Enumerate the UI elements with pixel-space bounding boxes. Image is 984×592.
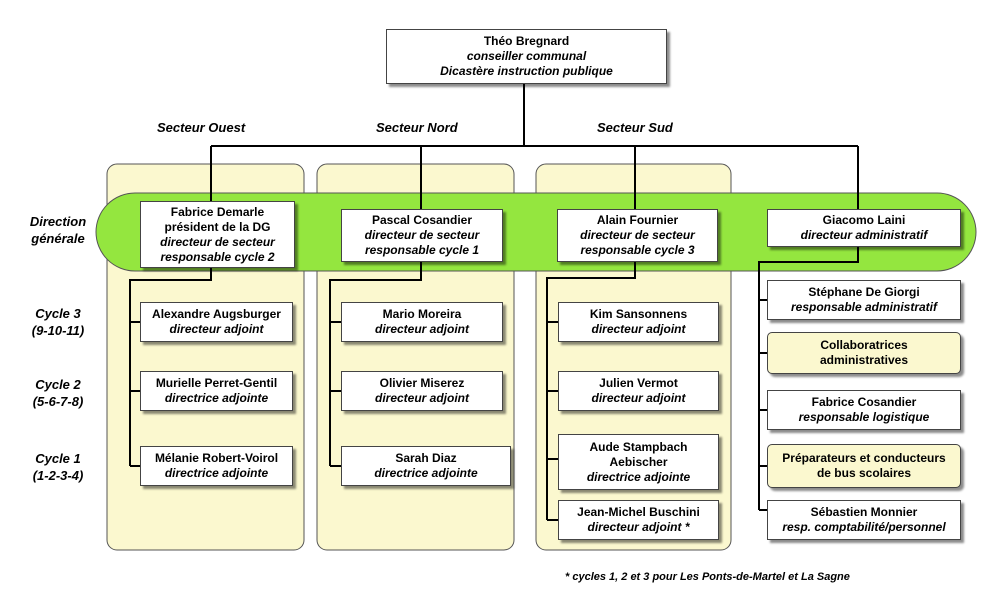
person-box-admin-1: Stéphane De Giorgi responsable administr… xyxy=(767,280,961,320)
direction-band xyxy=(95,192,977,272)
group-box-collaboratrices: Collaboratrices administratives xyxy=(767,332,961,374)
person-box-ouest-3: Mélanie Robert-Voirol directrice adjoint… xyxy=(140,446,293,486)
person-box-admin-3: Sébastien Monnier resp. comptabilité/per… xyxy=(767,500,961,540)
person-box-nord-1: Mario Moreira directeur adjoint xyxy=(341,302,503,342)
row-label-cycle-3: Cycle 3 (9-10-11) xyxy=(31,306,85,338)
person-box-sud-3: Aude Stampbach Aebischer directrice adjo… xyxy=(558,434,719,490)
top-role-2: Dicastère instruction publique xyxy=(440,64,613,78)
person-box-sud-4: Jean-Michel Buschini directeur adjoint * xyxy=(558,500,719,540)
direction-box-admin: Giacomo Laini directeur administratif xyxy=(767,209,961,247)
top-role-1: conseiller communal xyxy=(466,49,587,63)
sector-label-nord: Secteur Nord xyxy=(376,120,458,135)
group-box-preparateurs: Préparateurs et conducteurs de bus scola… xyxy=(767,444,961,488)
top-name: Théo Bregnard xyxy=(483,34,570,48)
direction-box-sud: Alain Fournier directeur de secteur resp… xyxy=(557,209,718,262)
row-label-direction: Direction générale xyxy=(29,214,87,246)
direction-box-nord: Pascal Cosandier directeur de secteur re… xyxy=(341,209,503,262)
person-box-ouest-2: Murielle Perret-Gentil directrice adjoin… xyxy=(140,371,293,411)
footnote: * cycles 1, 2 et 3 pour Les Ponts-de-Mar… xyxy=(565,571,850,583)
person-box-nord-3: Sarah Diaz directrice adjointe xyxy=(341,446,511,486)
top-box-theo-bregnard: Théo Bregnard conseiller communal Dicast… xyxy=(386,29,667,84)
person-box-sud-2: Julien Vermot directeur adjoint xyxy=(558,371,719,411)
person-box-nord-2: Olivier Miserez directeur adjoint xyxy=(341,371,503,411)
row-label-cycle-2: Cycle 2 (5-6-7-8) xyxy=(32,377,84,409)
person-box-ouest-1: Alexandre Augsburger directeur adjoint xyxy=(140,302,293,342)
sector-label-ouest: Secteur Ouest xyxy=(157,120,246,135)
sector-label-sud: Secteur Sud xyxy=(597,120,673,135)
row-label-cycle-1: Cycle 1 (1-2-3-4) xyxy=(32,451,84,483)
person-box-admin-2: Fabrice Cosandier responsable logistique xyxy=(767,390,961,430)
person-box-sud-1: Kim Sansonnens directeur adjoint xyxy=(558,302,719,342)
direction-box-ouest: Fabrice Demarle président de la DG direc… xyxy=(140,201,295,268)
